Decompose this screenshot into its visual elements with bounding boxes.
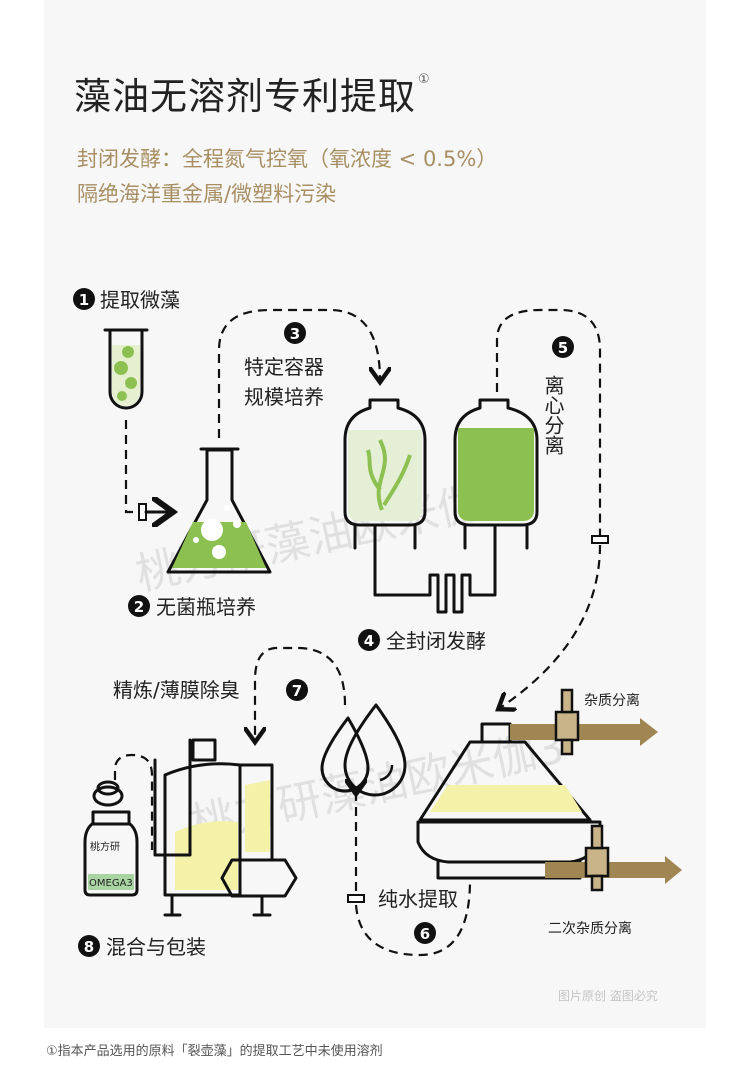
svg-text:离心分离: 离心分离 <box>541 375 565 455</box>
supplement-bottle-icon <box>83 780 139 897</box>
svg-text:2: 2 <box>134 598 144 616</box>
subtitle-line-2: 隔绝海洋重金属/微塑料污染 <box>77 182 337 206</box>
svg-text:8: 8 <box>84 938 94 956</box>
svg-text:精炼/薄膜除臭: 精炼/薄膜除臭 <box>113 678 240 702</box>
svg-text:4: 4 <box>364 632 374 650</box>
test-tube-icon <box>103 328 149 410</box>
flask-icon <box>166 447 272 574</box>
svg-text:提取微藻: 提取微藻 <box>100 288 180 312</box>
svg-text:3: 3 <box>290 325 300 343</box>
impurity-separation-label: 杂质分离 <box>584 692 640 709</box>
impurity-outlets <box>510 688 682 892</box>
svg-text:特定容器: 特定容器 <box>244 355 324 379</box>
secondary-impurity-separation-label: 二次杂质分离 <box>548 920 632 937</box>
step-7: 精炼/薄膜除臭 7 <box>113 678 308 702</box>
flow-line <box>113 753 154 850</box>
svg-text:1: 1 <box>79 291 89 309</box>
step-3: 3 特定容器 规模培养 <box>244 322 324 409</box>
svg-text:7: 7 <box>292 682 302 700</box>
svg-text:纯水提取: 纯水提取 <box>378 887 458 911</box>
valve-icon <box>347 894 365 903</box>
svg-text:规模培养: 规模培养 <box>244 385 324 409</box>
bottle-brand: 桃方研 <box>90 840 120 853</box>
svg-text:6: 6 <box>420 925 430 943</box>
subtitle-line-1: 封闭发酵：全程氮气控氧（氧浓度 < 0.5%） <box>77 147 498 171</box>
flow-line <box>124 420 138 514</box>
fermentation-tanks <box>343 398 539 614</box>
step-6: 纯水提取 6 <box>378 887 458 944</box>
bottle-tag: OMEGA3 <box>89 878 133 889</box>
valve-icon <box>591 535 609 544</box>
flow-line <box>495 308 602 535</box>
flow-line <box>500 544 602 708</box>
step-5: 5 离心分离 <box>541 336 574 455</box>
footnote: ①指本产品选用的原料「裂壶藻」的提取工艺中未使用溶剂 <box>46 1044 383 1059</box>
svg-text:全封闭发酵: 全封闭发酵 <box>386 629 486 653</box>
svg-text:5: 5 <box>558 339 568 357</box>
step-2: 2 无菌瓶培养 <box>128 595 256 619</box>
footnote-marker: ① <box>418 72 431 87</box>
flow-line <box>217 308 380 438</box>
flow-line <box>255 646 347 740</box>
copyright-notice: 图片原创 盗图必究 <box>558 989 658 1003</box>
svg-text:混合与包装: 混合与包装 <box>106 935 206 959</box>
step-8: 8 混合与包装 <box>78 935 206 959</box>
svg-text:无菌瓶培养: 无菌瓶培养 <box>156 595 256 619</box>
refining-equipment-icon <box>153 738 298 917</box>
step-1: 1 提取微藻 <box>73 288 180 312</box>
step-4: 4 全封闭发酵 <box>358 629 486 653</box>
flow-line <box>354 879 472 957</box>
